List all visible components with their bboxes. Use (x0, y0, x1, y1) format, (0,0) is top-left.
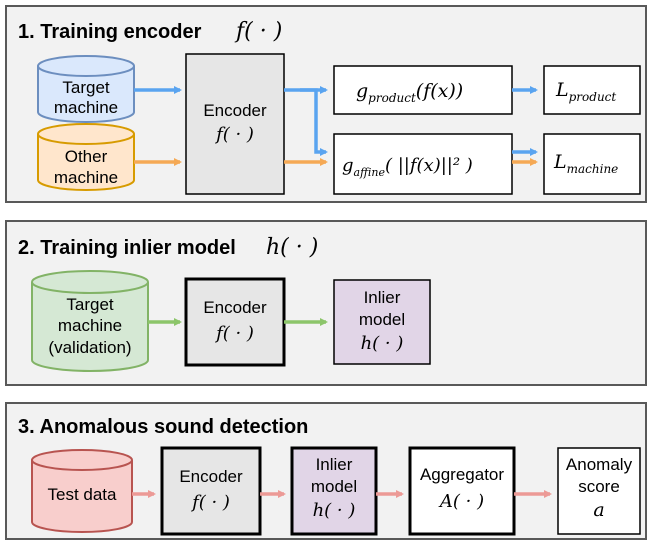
score-label-2: score (578, 477, 620, 496)
anomaly-score-box: Anomaly score a (557, 447, 641, 535)
test-data-cylinder: Test data (31, 449, 133, 533)
inlier-2-label-1: Inlier (364, 288, 401, 307)
target-validation-label-1: Target (66, 295, 114, 314)
section-3-title: 3. Anomalous sound detection (18, 416, 308, 438)
encoder-2-math: f( · ) (214, 323, 254, 344)
target-validation-label-2: machine (58, 316, 122, 335)
l-machine-symbol: Lmachine (553, 151, 618, 176)
other-machine-cylinder: Other machine (37, 123, 135, 191)
target-machine-label-1: Target (62, 78, 110, 97)
inlier-model-box-2: Inlier model h( · ) (333, 279, 431, 365)
score-label-1: Anomaly (566, 455, 633, 474)
encoder-box-2: Encoder f( · ) (184, 277, 286, 367)
test-data-label: Test data (48, 485, 118, 504)
section-2-title: 2. Training inlier model (18, 237, 236, 259)
inlier-model-box-3: Inlier model h( · ) (290, 446, 378, 536)
encoder-1-math: f( · ) (214, 124, 254, 145)
g-affine-box: gaffine( ||f(x)||² ) (333, 133, 513, 195)
target-machine-cylinder: Target machine (37, 55, 135, 123)
section-1-title: 1. Training encoder (18, 21, 202, 43)
arrow-encoder-target-to-gaffine (300, 88, 328, 156)
section-1-title-math: f( · ) (234, 19, 282, 44)
l-product-symbol: Lproduct (555, 79, 616, 104)
section-2-title-math: h( · ) (266, 235, 318, 260)
target-validation-cylinder: Target machine (validation) (31, 270, 149, 372)
encoder-3-math: f( · ) (190, 492, 230, 513)
aggregator-math: A( · ) (438, 491, 484, 512)
aggregator-box: Aggregator A( · ) (408, 446, 516, 536)
encoder-box-3: Encoder f( · ) (160, 446, 262, 536)
inlier-3-label-2: model (311, 477, 357, 496)
encoder-2-label: Encoder (203, 298, 267, 317)
target-machine-label-2: machine (54, 98, 118, 117)
l-machine-box: Lmachine (543, 133, 641, 195)
score-math: a (593, 499, 604, 521)
aggregator-label: Aggregator (420, 465, 504, 484)
other-machine-label-2: machine (54, 168, 118, 187)
inlier-3-label-1: Inlier (316, 455, 353, 474)
encoder-1-label: Encoder (203, 101, 267, 120)
g-product-box: gproduct(f(x)) (333, 65, 513, 115)
l-product-box: Lproduct (543, 65, 641, 115)
encoder-3-label: Encoder (179, 467, 243, 486)
g-affine-symbol: gaffine( ||f(x)||² ) (342, 155, 473, 179)
section-2-panel: 2. Training inlier model h( · ) Target m… (5, 220, 647, 386)
g-product-symbol: gproduct(f(x)) (356, 80, 463, 105)
section-3-panel: 3. Anomalous sound detection Test data E… (5, 402, 647, 540)
target-validation-label-3: (validation) (48, 338, 131, 357)
inlier-3-math: h( · ) (313, 500, 356, 521)
other-machine-label-1: Other (65, 147, 108, 166)
inlier-2-math: h( · ) (361, 333, 404, 354)
inlier-2-label-2: model (359, 310, 405, 329)
section-1-panel: 1. Training encoder f( · ) Target machin… (5, 5, 647, 203)
encoder-box-1: Encoder f( · ) (185, 53, 285, 195)
